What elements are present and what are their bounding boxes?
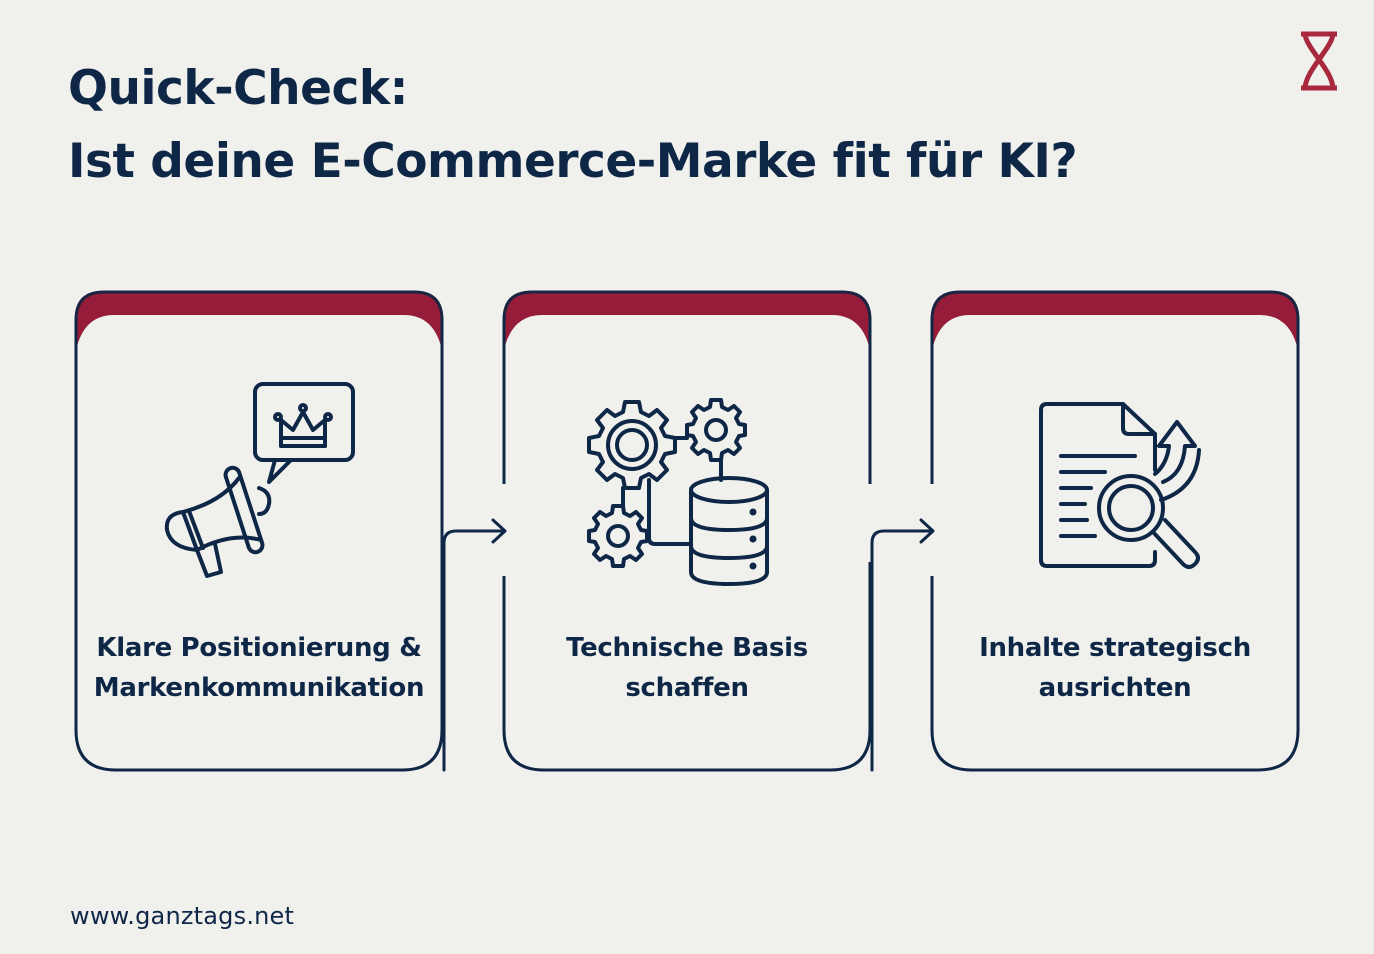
gears-database-icon [587, 398, 769, 586]
megaphone-crown-icon [164, 382, 355, 578]
step-card-1: Klare Positionierung & Markenkommunikati… [74, 290, 444, 772]
step-card-2: Technische Basis schaffen [502, 290, 872, 772]
arrow-right-icon [870, 518, 935, 772]
page-title: Quick-Check: Ist deine E-Commerce-Marke … [68, 52, 1078, 198]
document-search-growth-icon [1039, 402, 1201, 569]
title-line-2: Ist deine E-Commerce-Marke fit für KI? [68, 134, 1078, 189]
step-label-1: Klare Positionierung & Markenkommunikati… [93, 633, 425, 703]
step-label-2: Technische Basis schaffen [566, 633, 808, 703]
title-line-1: Quick-Check: [68, 61, 408, 116]
card-frame [502, 290, 872, 772]
step-card-3: Inhalte strategisch ausrichten [930, 290, 1300, 772]
arrow-right-icon [442, 518, 507, 772]
footer-url[interactable]: www.ganztags.net [70, 902, 295, 930]
step-label-3: Inhalte strategisch ausrichten [979, 633, 1251, 703]
card-frame [930, 290, 1300, 772]
hourglass-icon [1301, 31, 1337, 91]
card-frame [74, 290, 444, 772]
